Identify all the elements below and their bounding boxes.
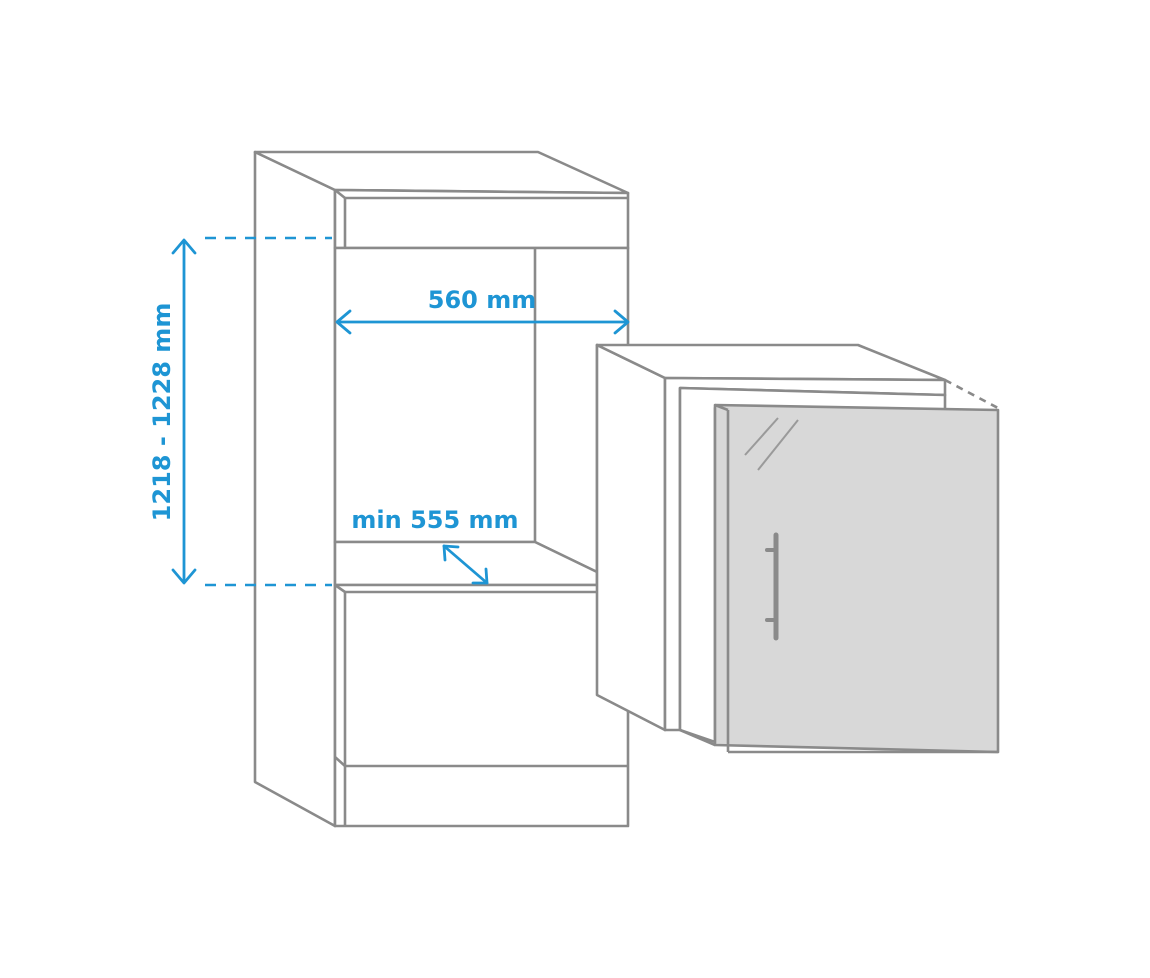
door-handle [765,532,779,641]
cabinet [253,150,630,828]
fridge-door [713,403,1000,754]
depth-dimension: min 555 mm [351,506,519,585]
cabinet-lower-door [333,583,630,828]
door-glare-mark [744,417,779,456]
cabinet-side-panel [253,150,337,828]
height-dimension: 1218 - 1228 mm [148,236,332,587]
refrigerator [595,343,1000,754]
width-dimension-label: 560 mm [428,286,536,314]
height-dimension-label: 1218 - 1228 mm [148,303,176,522]
depth-dimension-label: min 555 mm [351,506,518,534]
door-glare-mark [757,419,799,471]
fridge-side [595,343,667,732]
width-dimension: 560 mm [335,286,630,335]
